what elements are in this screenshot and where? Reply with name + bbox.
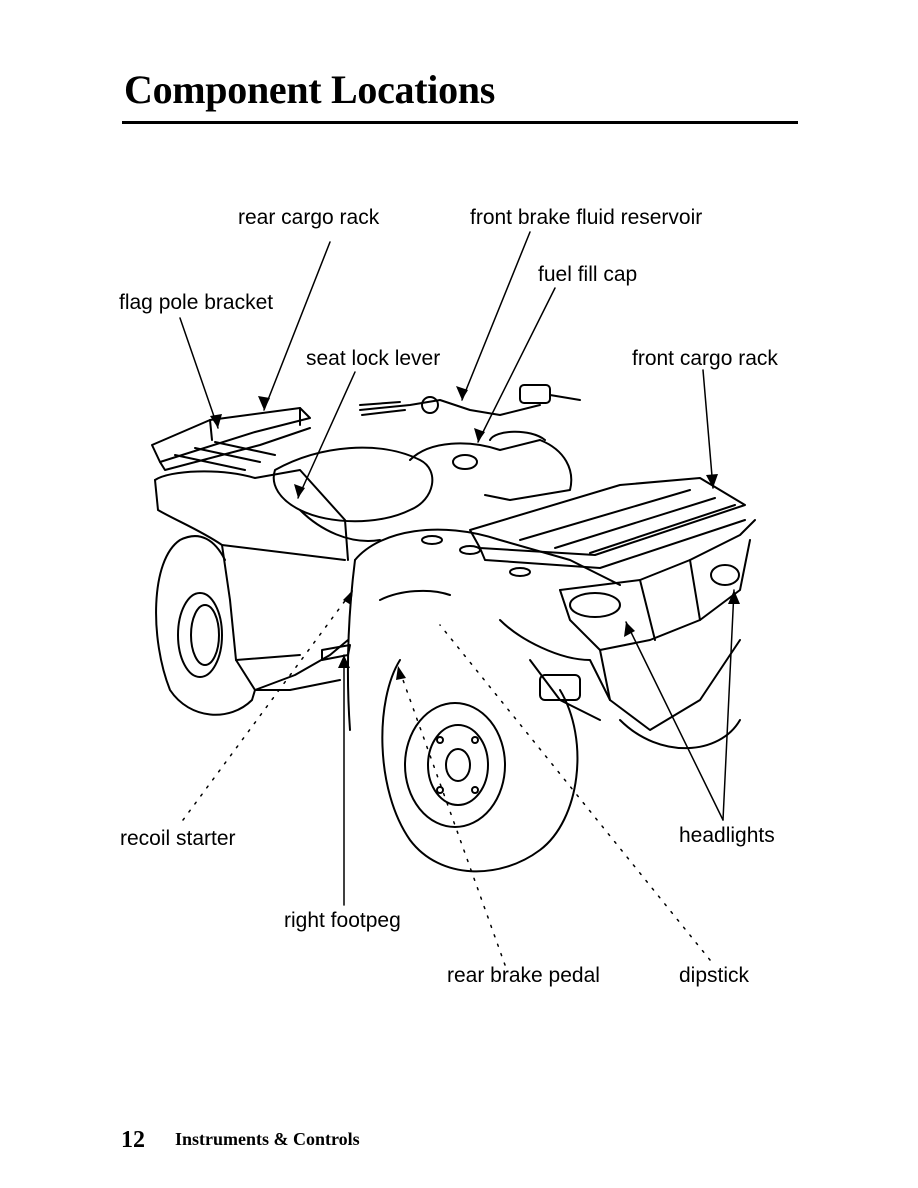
label-front-brake-fluid-reservoir: front brake fluid reservoir (470, 206, 703, 229)
leader-lines (179, 231, 735, 906)
footpeg (321, 644, 351, 661)
engine (499, 619, 741, 750)
page-title: Component Locations (124, 67, 495, 112)
label-rear-brake-pedal: rear brake pedal (447, 964, 600, 987)
handlebars (359, 384, 581, 416)
dotted-leader-lines (182, 589, 711, 966)
page-number: 12 (121, 1127, 145, 1153)
label-front-cargo-rack: front cargo rack (632, 347, 778, 370)
label-rear-cargo-rack: rear cargo rack (238, 206, 380, 229)
label-headlights: headlights (679, 824, 775, 847)
front-cargo-rack (469, 477, 746, 569)
label-right-footpeg: right footpeg (284, 909, 401, 932)
label-fuel-fill-cap: fuel fill cap (538, 263, 638, 286)
front-wheel (381, 659, 579, 873)
label-recoil-starter: recoil starter (120, 827, 236, 850)
rear-body (154, 469, 349, 691)
title-rule (122, 121, 798, 124)
seat (272, 446, 434, 542)
label-dipstick: dipstick (679, 964, 750, 987)
front-bumper (559, 519, 756, 731)
label-flag-pole-bracket: flag pole bracket (119, 291, 274, 314)
label-seat-lock-lever: seat lock lever (306, 347, 441, 370)
section-title: Instruments & Controls (175, 1129, 360, 1149)
rear-wheel (155, 535, 256, 716)
fuel-tank (409, 430, 573, 501)
arrowheads (210, 386, 740, 680)
rear-cargo-rack (151, 407, 311, 471)
